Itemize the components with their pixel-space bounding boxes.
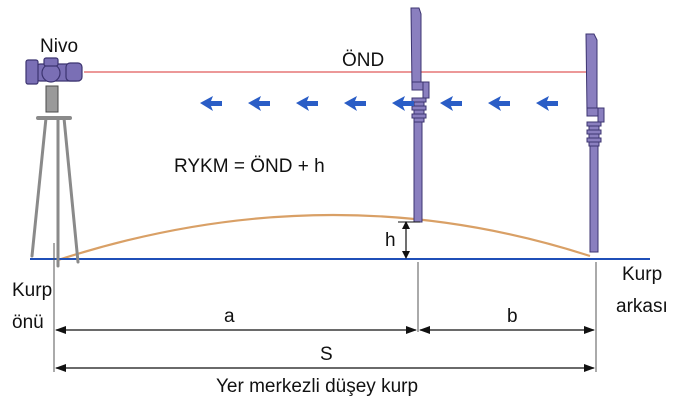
arrow-left-icon (296, 96, 318, 111)
h-label: h (385, 230, 396, 251)
leveling-rod-icon (410, 7, 430, 223)
ond-label: ÖND (342, 50, 384, 71)
level-instrument-icon (25, 57, 83, 85)
kurp-onu-label-line1: Kurp (12, 280, 52, 301)
s-dimension-line (55, 364, 595, 372)
arrow-left-icon (248, 96, 270, 111)
arrow-left-icon (536, 96, 558, 111)
kurp-arkasi-label-line1: Kurp (622, 264, 662, 285)
arrow-left-icon (392, 96, 414, 111)
a-dimension-line (55, 326, 417, 334)
b-label: b (507, 306, 518, 327)
earth-curve (57, 213, 591, 262)
arrow-left-icon (488, 96, 510, 111)
formula-label: RYKM = ÖND + h (174, 156, 325, 177)
kurp-onu-label-line2: önü (12, 312, 44, 333)
b-dimension-line (419, 326, 595, 334)
h-dimension (398, 221, 420, 259)
s-label: S (320, 344, 333, 365)
arrow-left-icon (440, 96, 462, 111)
nivo-label: Nivo (40, 36, 78, 57)
a-label: a (224, 306, 235, 327)
arrow-left-icon (200, 96, 222, 111)
leveling-rod-icon (585, 33, 605, 253)
arrow-row (200, 96, 558, 111)
caption: Yer merkezli düşey kurp (216, 376, 418, 397)
kurp-arkasi-label-line2: arkası (616, 296, 668, 317)
tripod-icon (30, 85, 80, 268)
arrow-left-icon (344, 96, 366, 111)
